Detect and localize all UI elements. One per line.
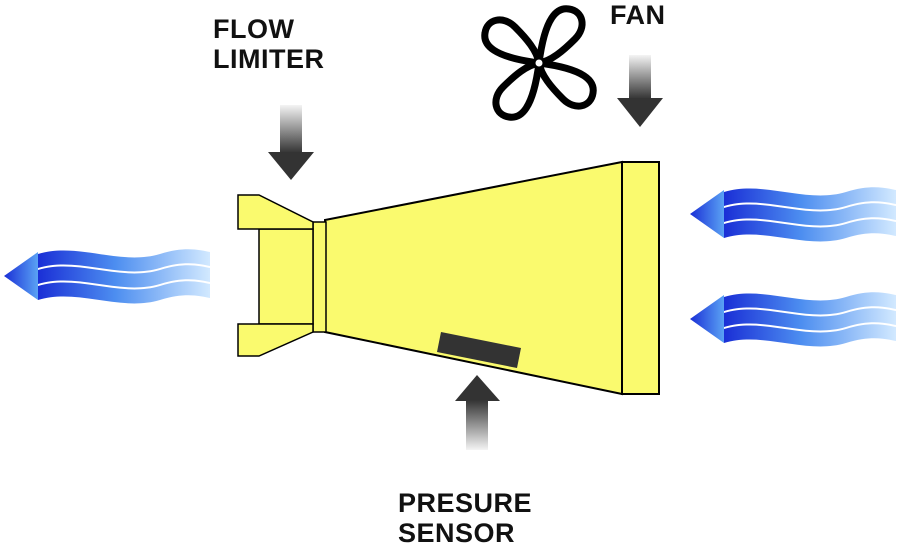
flow-limiter-label: FLOW LIMITER bbox=[213, 14, 325, 74]
fan-icon bbox=[481, 9, 593, 117]
airflow-in-top-arrow-icon bbox=[690, 187, 896, 242]
airflow-in-bottom-arrow-icon bbox=[690, 292, 896, 347]
airflow-out-arrow-icon bbox=[4, 249, 210, 304]
pressure-sensor-label-line-1: PRESURE bbox=[398, 488, 533, 518]
flow-limiter-label-line-1: FLOW bbox=[213, 14, 295, 44]
outlet-neck bbox=[258, 228, 314, 325]
pressure-sensor-label-line-2: SENSOR bbox=[398, 518, 516, 548]
inlet-collar bbox=[621, 161, 660, 395]
pressure-sensor-pointer-icon bbox=[455, 375, 500, 450]
pressure-sensor-label: PRESURE SENSOR bbox=[398, 488, 532, 548]
fan-pointer-icon bbox=[617, 55, 663, 127]
duct-housing bbox=[237, 160, 660, 396]
pressure-sensor-block bbox=[437, 332, 521, 368]
fan-label: FAN bbox=[610, 0, 666, 30]
outlet-flange-bottom bbox=[237, 323, 314, 357]
flow-limiter-label-line-2: LIMITER bbox=[213, 44, 325, 74]
flow-limiter-pointer-icon bbox=[268, 105, 314, 180]
flow-limiter-ring bbox=[312, 221, 327, 333]
outlet-flange-top bbox=[237, 194, 314, 230]
